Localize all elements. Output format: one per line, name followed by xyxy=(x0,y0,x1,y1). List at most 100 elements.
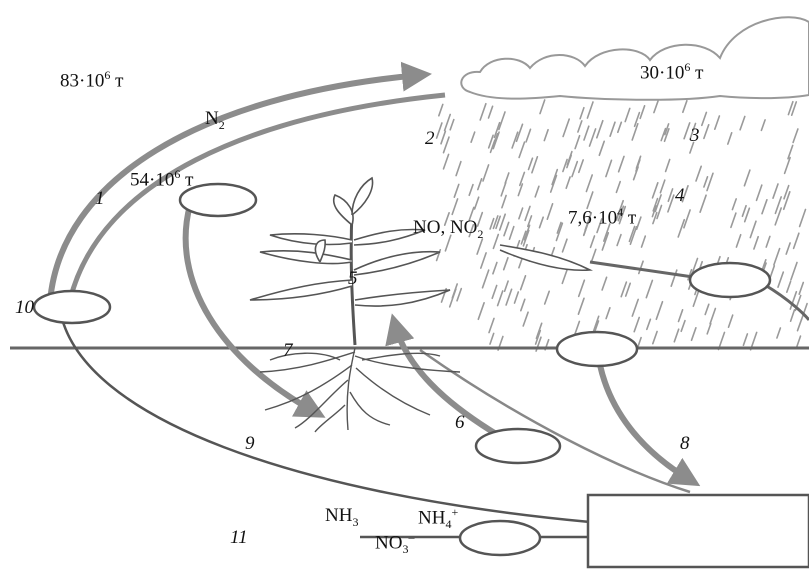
rain-drop xyxy=(549,174,558,193)
rain-drop xyxy=(695,165,703,182)
number-8: 8 xyxy=(680,433,690,454)
rain-drop xyxy=(689,122,697,141)
number-9: 9 xyxy=(245,433,255,454)
rain-drop xyxy=(524,205,531,222)
rain-drop xyxy=(655,300,664,321)
rain-drop xyxy=(555,222,564,242)
rain-drop xyxy=(519,274,527,291)
rain-drop xyxy=(476,178,483,191)
rain-drop xyxy=(713,115,721,130)
rain-drop xyxy=(631,123,639,141)
rain-drop xyxy=(584,212,593,232)
rain-drop xyxy=(683,209,691,229)
rain-drop xyxy=(749,220,757,239)
rain-drop xyxy=(790,101,798,116)
rain-drop xyxy=(667,194,675,213)
rain-drop xyxy=(742,333,749,347)
rain-drop xyxy=(492,215,499,230)
rain-drop xyxy=(491,284,498,300)
rain-drop xyxy=(546,203,554,220)
rain-drop xyxy=(680,319,686,333)
rain-drop xyxy=(543,128,549,142)
soil-flow-line xyxy=(419,348,691,494)
rain-drop xyxy=(492,132,499,147)
rain-drop xyxy=(525,128,532,143)
rain-drop xyxy=(727,314,734,329)
rain-drop xyxy=(455,160,462,177)
rain-drop xyxy=(777,271,785,289)
rain-drop xyxy=(681,185,689,203)
rain-drop xyxy=(561,268,569,285)
node-10 xyxy=(32,289,112,325)
rain-drop xyxy=(663,128,670,143)
rain-drop xyxy=(498,213,507,231)
rain-drop xyxy=(609,121,616,137)
rain-drop xyxy=(556,221,562,234)
rain-drop xyxy=(787,100,794,116)
denitrification-arc xyxy=(58,309,591,524)
rain-drop xyxy=(588,128,597,147)
rain-drop xyxy=(595,119,604,139)
rain-drop xyxy=(677,308,684,323)
rain-drop xyxy=(482,164,490,182)
rain-drop xyxy=(534,329,542,345)
rain-drop xyxy=(605,159,613,178)
rain-drop xyxy=(795,335,802,350)
rain-drop xyxy=(538,216,545,229)
label-nh3: NH3 xyxy=(325,505,359,529)
rain-drop xyxy=(639,105,646,120)
rain-drop xyxy=(601,276,608,291)
rain-drop xyxy=(660,127,667,142)
number-3: 3 xyxy=(690,125,700,146)
rain-drop xyxy=(765,235,771,248)
rain-drop xyxy=(615,180,622,194)
number-4: 4 xyxy=(675,185,685,206)
rain-drop xyxy=(783,156,791,175)
rain-drop xyxy=(601,232,610,251)
rain-drop xyxy=(683,122,691,140)
rain-drop xyxy=(633,316,641,333)
rain-drop xyxy=(774,196,783,215)
rain-drop xyxy=(743,207,751,223)
node-6 xyxy=(474,427,562,465)
rain-drop xyxy=(561,238,568,253)
rain-drop xyxy=(761,199,768,215)
rain-drop xyxy=(583,125,590,141)
rain-drop xyxy=(531,156,539,174)
rain-drop xyxy=(773,247,781,266)
rain-drop xyxy=(503,221,510,237)
rain-drop xyxy=(443,113,452,132)
rain-drop xyxy=(677,218,686,238)
rain-drop xyxy=(703,124,710,140)
rain-drop xyxy=(479,252,487,269)
rain-drop xyxy=(800,302,808,321)
rain-drop xyxy=(706,322,712,335)
rain-drop xyxy=(731,198,738,211)
rain-drop xyxy=(577,120,583,133)
rain-drop xyxy=(519,298,526,312)
rain-drop xyxy=(562,118,571,138)
rain-drop xyxy=(481,269,490,289)
rain-drop xyxy=(667,188,674,203)
number-10: 10 xyxy=(15,297,34,318)
rain-drop xyxy=(635,159,641,172)
rain-drop xyxy=(687,268,693,281)
rain-drop xyxy=(492,131,500,150)
rain-drop xyxy=(440,130,447,145)
deposition-arrow-down xyxy=(597,364,701,487)
rain-drop xyxy=(489,217,495,230)
rain-drop xyxy=(539,99,546,115)
rain-drop xyxy=(493,121,501,139)
rain-drop xyxy=(477,301,485,321)
rain-drop xyxy=(522,229,530,247)
rain-drop xyxy=(602,223,611,242)
rain-drop xyxy=(513,291,520,304)
rain-drop xyxy=(624,107,631,123)
rain-drop xyxy=(598,140,606,157)
rain-drop xyxy=(709,307,717,325)
number-6: 6 xyxy=(455,412,465,433)
rain-drop xyxy=(659,179,666,194)
rain-drop xyxy=(798,281,805,296)
soil-reservoir-box xyxy=(586,493,809,569)
rain-drop xyxy=(624,282,632,297)
